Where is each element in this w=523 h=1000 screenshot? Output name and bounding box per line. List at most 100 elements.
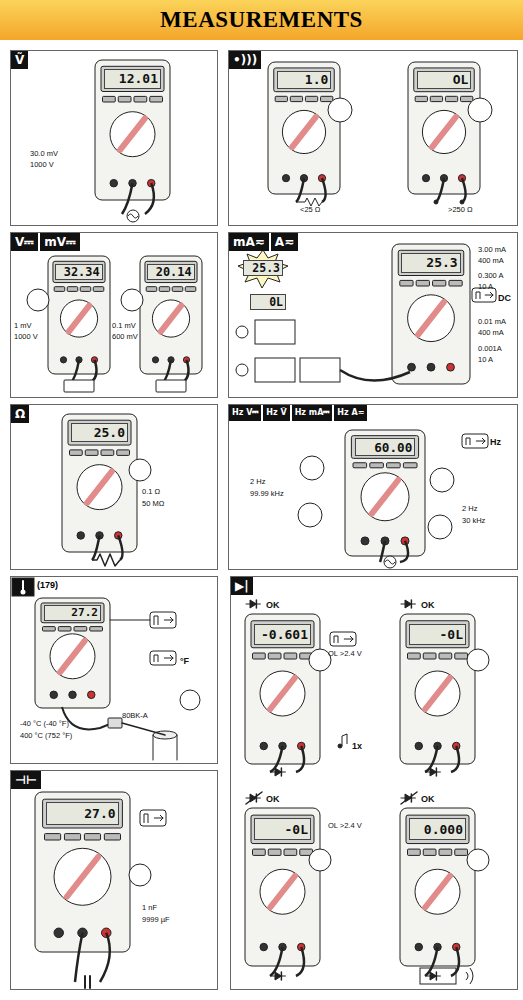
display-reading: -0L	[285, 822, 308, 837]
display-bezel	[351, 436, 418, 459]
meter-button	[321, 96, 333, 101]
display-reading: 25.3	[426, 255, 457, 270]
diode-lead	[281, 976, 285, 977]
test-lead	[162, 360, 171, 384]
dial-callout	[300, 456, 324, 480]
diode-symbol	[405, 794, 411, 802]
thermometer-icon	[21, 590, 26, 595]
meter-display: 0.000	[409, 818, 466, 840]
meter-display: 25.0	[71, 423, 128, 442]
range-label: 600 mV	[112, 333, 138, 341]
meter-button	[54, 287, 65, 292]
test-lead	[270, 746, 283, 772]
input-jack	[434, 742, 442, 750]
input-jack	[96, 532, 104, 540]
test-lead	[145, 183, 154, 214]
diode-lead	[271, 976, 275, 977]
meter-body	[408, 62, 480, 194]
meter-button	[58, 627, 71, 631]
meter-display: OL	[417, 71, 472, 89]
range-label: OK	[421, 601, 435, 610]
display-reading: OL	[453, 72, 469, 87]
test-lead	[70, 360, 79, 384]
measurement-panel: Hz V⎓Hz ṼHz mA⎓Hz A≂60.00	[228, 404, 518, 570]
display-reading: 0L	[269, 295, 283, 309]
input-jack	[260, 742, 268, 750]
meter-button	[74, 627, 87, 631]
meter-button	[159, 287, 170, 292]
display-bezel	[145, 261, 197, 282]
pipe-symbol	[153, 735, 154, 760]
arrow-icon	[164, 620, 173, 621]
input-jack	[298, 943, 306, 951]
music-note	[338, 744, 342, 748]
display-reading: 32.34	[64, 265, 100, 279]
range-label: <25 Ω	[300, 206, 320, 214]
panel-heading: Ω	[11, 405, 29, 423]
panel-heading: •)))	[229, 51, 261, 69]
rotary-dial	[50, 634, 95, 679]
meter-body	[245, 614, 320, 764]
rotary-dial	[415, 869, 460, 914]
range-label: DC	[498, 294, 511, 303]
arrow-icon	[490, 292, 493, 298]
diode-lead	[436, 772, 440, 773]
arrow-icon	[154, 818, 163, 819]
meter-button	[150, 96, 163, 102]
input-jack	[381, 537, 389, 545]
meter-body	[400, 808, 475, 966]
panel-heading: ⊣⊢	[11, 771, 41, 789]
input-jack	[408, 363, 416, 371]
display-bezel	[414, 68, 474, 92]
circuit-loop	[255, 358, 295, 382]
battery-symbol	[64, 380, 94, 392]
meter-button	[275, 96, 287, 101]
panel-heading: A≂	[271, 233, 298, 251]
input-jack	[115, 532, 123, 540]
range-label: 10 A	[478, 283, 493, 291]
ac-source-symbol	[236, 326, 248, 338]
panel-heading-row: ⊣⊢	[11, 771, 43, 789]
rotary-dial	[408, 295, 455, 342]
range-label: 9999 µF	[142, 916, 170, 924]
display-bezel	[41, 603, 104, 623]
measurement-panel: •)))1.0OL	[228, 50, 518, 226]
range-label: 1x	[352, 742, 362, 751]
ac-source-symbol	[384, 556, 396, 568]
display-bezel	[251, 815, 314, 843]
rotary-dial	[77, 465, 122, 510]
dial-pointer	[418, 302, 444, 335]
hand-icon	[154, 616, 158, 625]
panel-heading: Ṽ	[11, 51, 28, 69]
meter-button	[45, 834, 61, 840]
input-jack	[78, 928, 88, 938]
range-label: 30.0 mV	[30, 150, 58, 158]
capacitor-plate	[89, 976, 91, 988]
range-label: 1 mV	[14, 322, 32, 330]
diode-lead	[411, 798, 415, 799]
panel-heading: ▶|	[231, 577, 253, 595]
dial-pointer	[425, 678, 450, 710]
diode-lead	[426, 772, 430, 773]
input-jack	[110, 179, 118, 187]
range-label: 0.001A	[478, 345, 502, 353]
input-jack	[298, 742, 306, 750]
meter-button	[300, 849, 313, 855]
meter-button	[43, 627, 56, 631]
test-lead	[100, 933, 110, 982]
range-label: 1 nF	[142, 904, 157, 912]
meter-button	[403, 463, 417, 468]
thermocouple-wire	[122, 723, 165, 735]
meter-button	[400, 280, 413, 286]
input-jack	[453, 742, 461, 750]
meter-button	[93, 287, 104, 292]
circuit-loop	[255, 320, 295, 344]
test-lead	[425, 746, 438, 772]
input-jack	[300, 175, 307, 182]
arrow-icon	[482, 438, 485, 444]
meter-button	[101, 450, 114, 456]
meter-button	[268, 849, 281, 855]
diode-symbol	[411, 794, 413, 802]
dial-callout	[27, 289, 49, 311]
sine-symbol	[128, 214, 138, 218]
